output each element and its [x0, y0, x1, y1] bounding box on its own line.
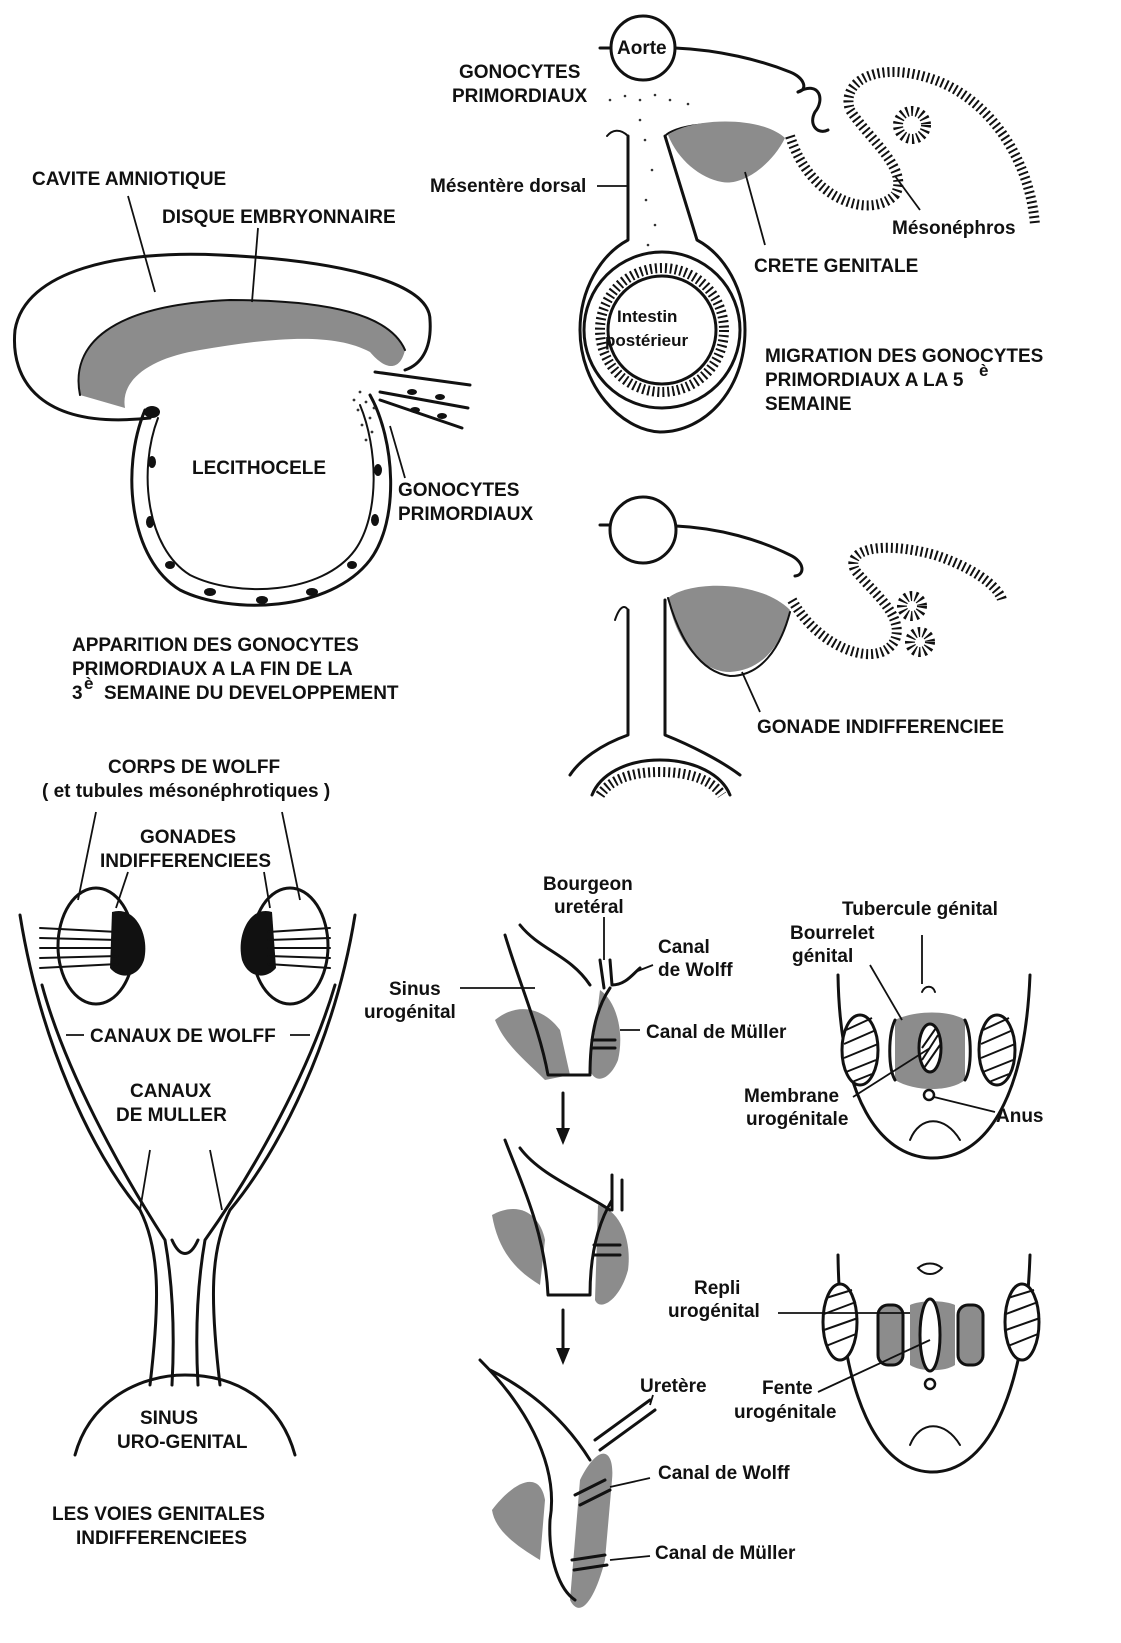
label-disque-embryonnaire: DISQUE EMBRYONNAIRE — [162, 207, 396, 228]
panel-3rd-week: CAVITE AMNIOTIQUE DISQUE EMBRYONNAIRE LE… — [14, 169, 533, 704]
caption-voies-line2: INDIFFERENCIEES — [76, 1528, 247, 1549]
label-fente: Fente — [762, 1378, 813, 1399]
label-de-muller: DE MULLER — [116, 1105, 227, 1126]
label-indifferenciees: INDIFFERENCIEES — [100, 851, 271, 872]
panel-5th-week: Aorte GONOCYTES PRIMORDIAUX Mésentère do… — [430, 16, 1043, 432]
genital-ridge — [668, 122, 785, 183]
panel-voies-genitales: CORPS DE WOLFF ( et tubules mésonéphroti… — [20, 757, 355, 1549]
label-mesentere-dorsal: Mésentère dorsal — [430, 176, 586, 197]
caption-voies-line1: LES VOIES GENITALES — [52, 1504, 265, 1525]
label-tubules-mesonephrotiques: ( et tubules mésonéphrotiques ) — [42, 781, 330, 802]
anus-1 — [924, 1090, 934, 1100]
label-uretere: Uretère — [640, 1376, 707, 1397]
label-sinus-urogenital-1: Sinus — [389, 979, 441, 1000]
yolk-sac-inner-wall — [148, 405, 374, 589]
label-canal-de-muller: Canal de Müller — [646, 1022, 787, 1043]
gonade-right — [241, 911, 276, 976]
yolk-sac-wall — [132, 395, 391, 605]
panel-external-genitalia: Tubercule génital Bourrelet génital Memb… — [668, 899, 1044, 1472]
panel-gonade: GONADE INDIFFERENCIEE — [570, 497, 1004, 795]
label-de-wolff: de Wolff — [658, 960, 733, 981]
label-bourrelet: Bourrelet — [790, 923, 875, 944]
gonade-left — [110, 911, 145, 976]
label-bourgeon: Bourgeon — [543, 874, 633, 895]
bourrelet-left-2 — [823, 1284, 857, 1360]
label-gonocytes-1a: GONOCYTES — [398, 480, 519, 501]
label-anus: Anus — [996, 1106, 1044, 1127]
label-lecithocele: LECITHOCELE — [192, 458, 326, 479]
label-cavite-amniotique: CAVITE AMNIOTIQUE — [32, 169, 226, 190]
label-gonocytes-2b: PRIMORDIAUX — [452, 86, 587, 107]
caption-3rd-week-line2: PRIMORDIAUX A LA FIN DE LA — [72, 659, 353, 680]
label-gonocytes-1b: PRIMORDIAUX — [398, 504, 533, 525]
bourrelet-left-1 — [842, 1015, 878, 1085]
label-canaux-de-wolff: CANAUX DE WOLFF — [90, 1026, 276, 1047]
label-membrane: Membrane — [744, 1086, 839, 1107]
label-posterieur: postérieur — [605, 331, 689, 350]
bourrelet-right-2 — [1005, 1284, 1039, 1360]
caption-3rd-week-line3-text: SEMAINE DU DEVELOPPEMENT — [104, 683, 399, 704]
label-aorte: Aorte — [617, 38, 667, 59]
label-canal-de-wolff-2: Canal de Wolff — [658, 1463, 790, 1484]
label-uro-genital: URO-GENITAL — [117, 1432, 248, 1453]
label-gonocytes-2a: GONOCYTES — [459, 62, 580, 83]
label-repli: Repli — [694, 1278, 740, 1299]
label-repli-urogenital: urogénital — [668, 1301, 760, 1322]
caption-5th-week-line1: MIGRATION DES GONOCYTES — [765, 346, 1043, 367]
repli-left — [878, 1305, 903, 1365]
label-gonades: GONADES — [140, 827, 236, 848]
gonade-indifferenciee — [668, 586, 790, 672]
label-gonade-indifferenciee: GONADE INDIFFERENCIEE — [757, 717, 1004, 738]
fente-urogenitale — [920, 1299, 940, 1371]
label-ureteral: uretéral — [554, 897, 624, 918]
label-urogenitale: urogénitale — [746, 1109, 848, 1130]
panel-sinus-sequence: Bourgeon uretéral Canal de Wolff Sinus u… — [364, 874, 796, 1608]
label-fente-urogenitale: urogénitale — [734, 1402, 836, 1423]
caption-5th-week-line2-sup: è — [979, 361, 988, 380]
label-crete-genitale: CRETE GENITALE — [754, 256, 918, 277]
label-canaux: CANAUX — [130, 1081, 212, 1102]
caption-3rd-week-line1: APPARITION DES GONOCYTES — [72, 635, 359, 656]
label-canal: Canal — [658, 937, 710, 958]
label-canal-de-muller-2: Canal de Müller — [655, 1543, 796, 1564]
label-mesonephros: Mésonéphros — [892, 218, 1016, 239]
label-intestin: Intestin — [617, 307, 677, 326]
bourrelet-right-1 — [979, 1015, 1015, 1085]
caption-5th-week-line2: PRIMORDIAUX A LA 5 — [765, 370, 964, 391]
caption-5th-week-line3: SEMAINE — [765, 394, 852, 415]
label-tubercule-genital: Tubercule génital — [842, 899, 998, 920]
label-sinus-urogenital-2: urogénital — [364, 1002, 456, 1023]
label-genital: génital — [792, 946, 853, 967]
label-corps-de-wolff: CORPS DE WOLFF — [108, 757, 280, 778]
caption-3rd-week-line3-sup: è — [84, 674, 93, 693]
caption-3rd-week-line3-num: 3 — [72, 683, 83, 704]
embryonic-disc — [79, 300, 405, 408]
label-sinus: SINUS — [140, 1408, 198, 1429]
repli-right — [958, 1305, 983, 1365]
